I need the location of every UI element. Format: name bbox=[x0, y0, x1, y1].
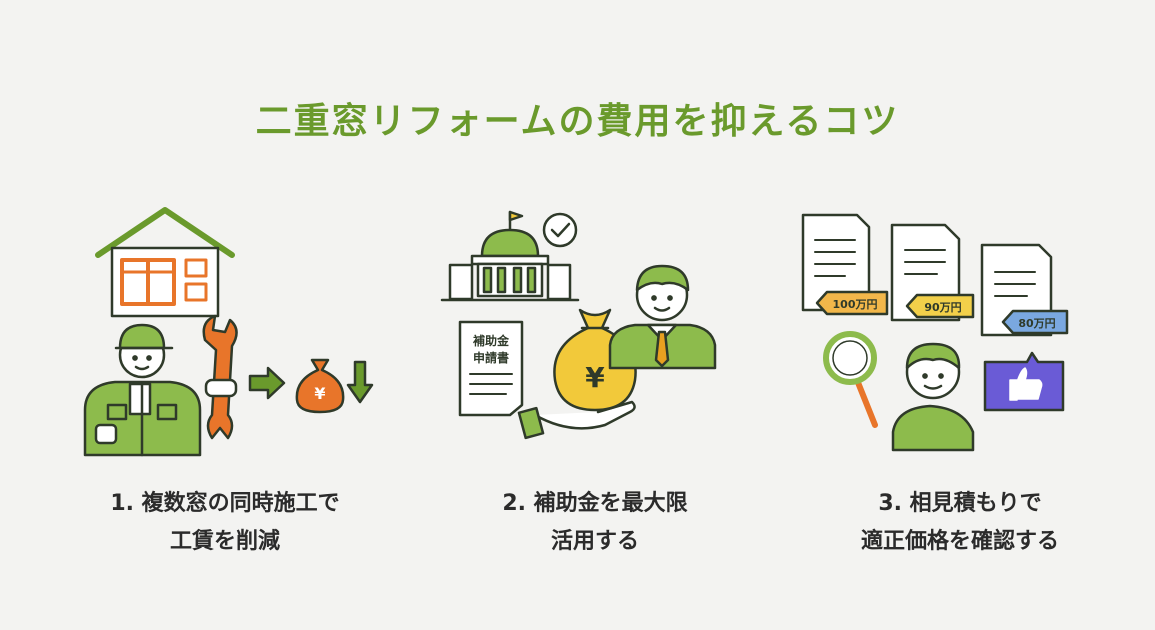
document-icon: 補助金 申請書 bbox=[458, 320, 524, 417]
price-tag-icon: 90万円 bbox=[905, 293, 975, 319]
bag-symbol: ¥ bbox=[314, 384, 325, 403]
government-building-icon bbox=[440, 210, 580, 302]
arrow-right-icon bbox=[248, 366, 286, 400]
tip-3-line2: 適正価格を確認する bbox=[860, 529, 1059, 554]
price-tag-icon: 100万円 bbox=[815, 290, 889, 316]
document-icon bbox=[801, 213, 871, 312]
tip-1-line2: 工賃を削減 bbox=[169, 529, 280, 554]
tip-card-1: ¥ 1. 複数窓の同時施工で 工賃を削減 bbox=[60, 200, 390, 600]
wrench-icon bbox=[202, 314, 238, 440]
money-bag-icon: ¥ bbox=[553, 308, 637, 412]
worker-icon bbox=[83, 323, 202, 457]
tip-1-line1: 1. 複数窓の同時施工で bbox=[110, 491, 340, 516]
check-icon bbox=[542, 212, 578, 248]
tip-2-line2: 活用する bbox=[550, 529, 639, 554]
arrow-down-icon bbox=[346, 360, 374, 404]
page-title: 二重窓リフォームの費用を抑えるコツ bbox=[255, 101, 900, 142]
businessman-icon bbox=[608, 264, 717, 370]
document-title-line2: 申請書 bbox=[473, 350, 509, 365]
tip-3-line1: 3. 相見積もりで bbox=[878, 491, 1042, 516]
bag-symbol: ¥ bbox=[585, 361, 605, 394]
price-tag-3: 80万円 bbox=[1018, 317, 1055, 330]
price-tag-1: 100万円 bbox=[833, 298, 878, 311]
price-tag-icon: 80万円 bbox=[1001, 309, 1069, 335]
document-title-line1: 補助金 bbox=[472, 333, 510, 348]
thumbs-up-icon bbox=[983, 351, 1065, 412]
tip-card-2: 補助金 申請書 ¥ 2. 補助金を最大限 bbox=[430, 200, 760, 600]
person-icon bbox=[891, 342, 975, 452]
tip-2-line1: 2. 補助金を最大限 bbox=[502, 491, 688, 516]
money-bag-icon: ¥ bbox=[295, 358, 345, 414]
tip-card-3: 100万円 90万円 80万円 bbox=[795, 200, 1125, 600]
house-icon bbox=[95, 207, 235, 318]
magnifier-icon bbox=[823, 331, 878, 428]
price-tag-2: 90万円 bbox=[924, 301, 961, 314]
